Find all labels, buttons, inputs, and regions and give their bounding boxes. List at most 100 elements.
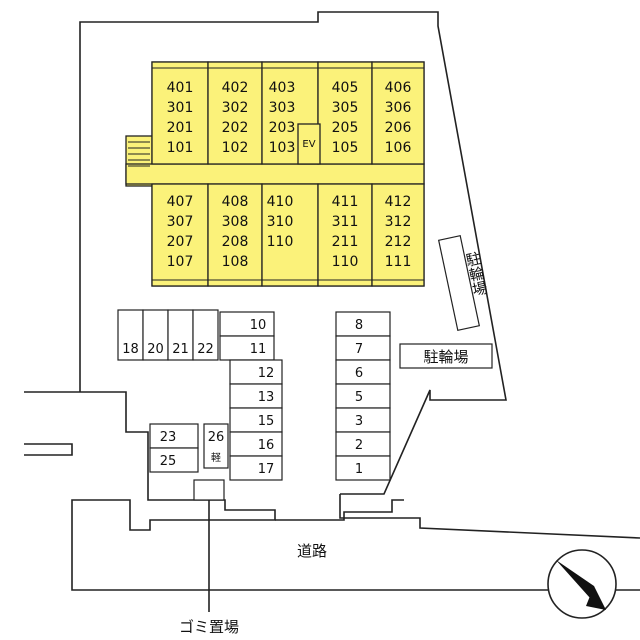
unit-108: 108: [222, 254, 249, 270]
stall-21-number: 21: [172, 342, 189, 357]
parking-stall-17: [229, 455, 283, 481]
stall-15-number: 15: [258, 414, 275, 429]
unit-303: 303: [269, 100, 296, 116]
roof-edge-south: [151, 279, 425, 287]
stair-west-treads: [128, 141, 150, 167]
unit-412: 412: [385, 194, 412, 210]
stall-25-number: 25: [160, 454, 177, 469]
parking-stall-6: [335, 359, 391, 385]
unit-202: 202: [222, 120, 249, 136]
lot-boundary: [79, 11, 507, 495]
elevator-box: [297, 123, 321, 165]
unit-201: 201: [167, 120, 194, 136]
unit-103: 103: [269, 140, 296, 156]
unit-312: 312: [385, 214, 412, 230]
unit-column-south-3: [261, 183, 319, 287]
unit-410: 410: [267, 194, 294, 210]
parking-stall-18: [117, 309, 144, 361]
road-upper-edge: [339, 494, 640, 539]
unit-405: 405: [332, 80, 359, 96]
elevator-label: EV: [302, 139, 315, 150]
stall-10-number: 10: [250, 318, 267, 333]
stall-6-number: 6: [355, 366, 363, 381]
parking-stall-20: [142, 309, 169, 361]
stall-1-number: 1: [355, 462, 363, 477]
unit-311: 311: [332, 214, 359, 230]
garbage-label: ゴミ置場: [179, 618, 239, 636]
stall-3-number: 3: [355, 414, 363, 429]
parking-stall-22: [192, 309, 219, 361]
parking-compact: 26 軽: [203, 423, 229, 469]
unit-411: 411: [332, 194, 359, 210]
unit-401: 401: [167, 80, 194, 96]
stall-13-number: 13: [258, 390, 275, 405]
unit-307: 307: [167, 214, 194, 230]
parking-stall-25: [149, 447, 199, 473]
apartment-building: 401 301 201 101 402 302 202 102 403 303 203 103 405 3…: [125, 61, 425, 287]
unit-402: 402: [222, 80, 249, 96]
parking-stall-13: [229, 383, 283, 409]
unit-203: 203: [269, 120, 296, 136]
unit-cells: 401 301 201 101 402 302 202 102 403 303 203 103 405 3…: [151, 61, 425, 287]
unit-308: 308: [222, 214, 249, 230]
bike-parking-south: [399, 343, 493, 369]
road-label: 道路: [297, 542, 327, 560]
corridor: [125, 163, 425, 185]
unit-column-north-4: [317, 61, 373, 165]
unit-106: 106: [385, 140, 412, 156]
stall-20-number: 20: [147, 342, 164, 357]
unit-406: 406: [385, 80, 412, 96]
road-curb: [275, 499, 404, 521]
garbage-area: [193, 479, 225, 501]
parking-stall-11: [219, 335, 275, 361]
parking-mid-top: 10 11: [219, 311, 275, 361]
north-arrow-head: [586, 586, 606, 610]
unit-205: 205: [332, 120, 359, 136]
unit-column-south-4: [317, 183, 373, 287]
unit-107: 107: [167, 254, 194, 270]
unit-310: 310: [267, 214, 294, 230]
stall-5-number: 5: [355, 390, 363, 405]
unit-302: 302: [222, 100, 249, 116]
stall-23-number: 23: [160, 430, 177, 445]
stall-26-number: 26: [208, 430, 225, 445]
parking-stall-26: [203, 423, 229, 469]
stall-2-number: 2: [355, 438, 363, 453]
stall-18-number: 18: [122, 342, 139, 357]
parking-stall-15: [229, 407, 283, 433]
parking-stall-1: [335, 455, 391, 481]
stall-11-number: 11: [250, 342, 267, 357]
parking-row-left: 18 20 21 22: [117, 309, 219, 361]
unit-column-north-5: [371, 61, 425, 165]
unit-column-south-5: [371, 183, 425, 287]
stall-12-number: 12: [258, 366, 275, 381]
unit-403: 403: [269, 80, 296, 96]
stall-22-number: 22: [197, 342, 214, 357]
unit-212: 212: [385, 234, 412, 250]
unit-110: 110: [332, 254, 359, 270]
unit-column-north-2: [207, 61, 263, 165]
unit-408: 408: [222, 194, 249, 210]
unit-111: 111: [385, 254, 412, 270]
stall-7-number: 7: [355, 342, 363, 357]
north-arrow: [547, 549, 617, 619]
unit-105: 105: [332, 140, 359, 156]
parking-pair: 23 25: [149, 423, 199, 473]
stall-17-number: 17: [258, 462, 275, 477]
unit-101: 101: [167, 140, 194, 156]
outside-boundary-left-inner: [24, 443, 73, 456]
unit-110: 110: [267, 234, 294, 250]
unit-407: 407: [167, 194, 194, 210]
stall-26-tag: 軽: [211, 452, 221, 464]
unit-301: 301: [167, 100, 194, 116]
parking-stall-5: [335, 383, 391, 409]
unit-211: 211: [332, 234, 359, 250]
parking-stall-12: [229, 359, 283, 385]
unit-102: 102: [222, 140, 249, 156]
outside-boundary-left: [24, 391, 640, 591]
bike-parking-south-label: 駐輪場: [423, 348, 468, 366]
